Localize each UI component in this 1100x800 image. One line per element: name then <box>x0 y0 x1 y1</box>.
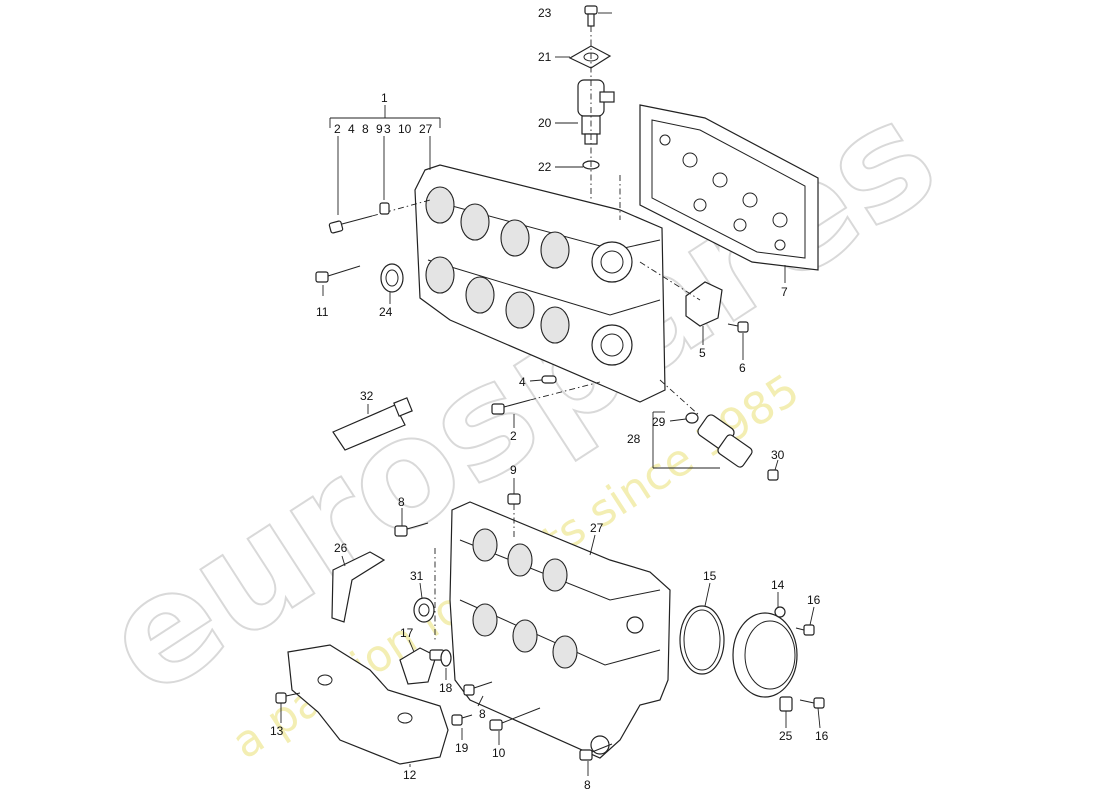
callout-1: 1 <box>381 91 388 105</box>
part-21-flange <box>568 45 612 69</box>
callout-29: 29 <box>652 415 666 429</box>
callout-15: 15 <box>703 569 717 583</box>
callout-13: 13 <box>270 724 284 738</box>
callout-26: 26 <box>334 541 348 555</box>
callout-12: 12 <box>403 768 417 782</box>
callout-18: 18 <box>439 681 453 695</box>
callout-6: 6 <box>739 361 746 375</box>
group-1-bracket <box>329 105 441 215</box>
callout-2: 2 <box>510 429 517 443</box>
part-5-sensor <box>639 261 723 327</box>
part-24-seal <box>380 263 404 293</box>
part-8-bolt-a <box>394 522 429 537</box>
part-20-solenoid <box>577 79 615 145</box>
callout-8: 8 <box>398 495 405 509</box>
callout-8: 8 <box>479 707 486 721</box>
group-1-item: 10 <box>398 122 412 136</box>
part-12-heat-shield <box>287 644 449 765</box>
callout-5: 5 <box>699 346 706 360</box>
callout-11: 11 <box>316 305 329 319</box>
callout-8: 8 <box>584 778 591 792</box>
cylinder-head-upper <box>414 164 666 403</box>
callout-31: 31 <box>410 569 424 583</box>
cam-lobes-lower <box>472 528 644 755</box>
part-32-sealant-tube <box>332 397 413 451</box>
group-1-item: 9 <box>376 122 383 136</box>
group-1-items: 2 4 8 9 3 10 27 <box>334 122 433 136</box>
part-28-control-valve <box>652 379 779 481</box>
group-1-item: 4 <box>348 122 355 136</box>
group-1-item: 3 <box>384 122 391 136</box>
part-10-bolt <box>489 707 541 731</box>
callout-28: 28 <box>627 432 641 446</box>
part-19-bolt <box>451 714 473 726</box>
part-18-o-ring <box>440 649 452 667</box>
callout-19: 19 <box>455 741 469 755</box>
callout-30: 30 <box>771 448 785 462</box>
part-23-bolt <box>584 5 598 27</box>
callout-16: 16 <box>815 729 829 743</box>
part-27-cam-carrier <box>434 501 671 759</box>
part-2-bolt-upper <box>328 199 431 234</box>
callout-27: 27 <box>590 521 604 535</box>
part-16-bolt-a <box>795 624 815 636</box>
callout-7: 7 <box>781 285 788 299</box>
part-30-plug <box>767 469 779 481</box>
callout-22: 22 <box>538 160 552 174</box>
part-31-seal <box>413 597 435 623</box>
callout-10: 10 <box>492 746 506 760</box>
part-15-seal-ring <box>679 605 725 675</box>
callout-32: 32 <box>360 389 374 403</box>
leader-lines <box>280 12 821 776</box>
callout-24: 24 <box>379 305 393 319</box>
callout-17: 17 <box>400 626 414 640</box>
part-6-bolt <box>727 321 749 333</box>
part-4-pin <box>541 375 557 384</box>
callout-9: 9 <box>510 463 517 477</box>
part-26-bracket <box>331 551 386 623</box>
part-17-sensor <box>399 647 445 685</box>
group-1-item: 2 <box>334 122 341 136</box>
group-1-item: 8 <box>362 122 369 136</box>
part-7-gasket <box>639 104 819 271</box>
part-2-bolt-lower <box>491 381 601 415</box>
part-29-o-ring <box>685 412 699 424</box>
callout-21: 21 <box>538 50 552 64</box>
cam-bores-upper <box>425 186 633 366</box>
solenoid-assembly <box>568 5 615 200</box>
callout-25: 25 <box>779 729 793 743</box>
part-8-bolt-b <box>463 681 493 696</box>
callout-20: 20 <box>538 116 552 130</box>
callout-23: 23 <box>538 6 552 20</box>
callout-labels: 23 21 20 22 1 2 4 8 9 3 10 27 7 11 24 5 … <box>270 6 829 792</box>
callout-16: 16 <box>807 593 821 607</box>
group-1-item: 27 <box>419 122 433 136</box>
part-25-washer <box>779 696 793 712</box>
part-9-bolt <box>507 493 521 540</box>
callout-14: 14 <box>771 578 785 592</box>
part-16-bolt-b <box>799 697 825 709</box>
part-14-cover <box>732 606 798 698</box>
part-11-bolt <box>315 265 361 283</box>
callout-4: 4 <box>519 375 526 389</box>
part-3-sleeve <box>379 202 390 215</box>
part-8-bolt-c <box>579 743 613 761</box>
